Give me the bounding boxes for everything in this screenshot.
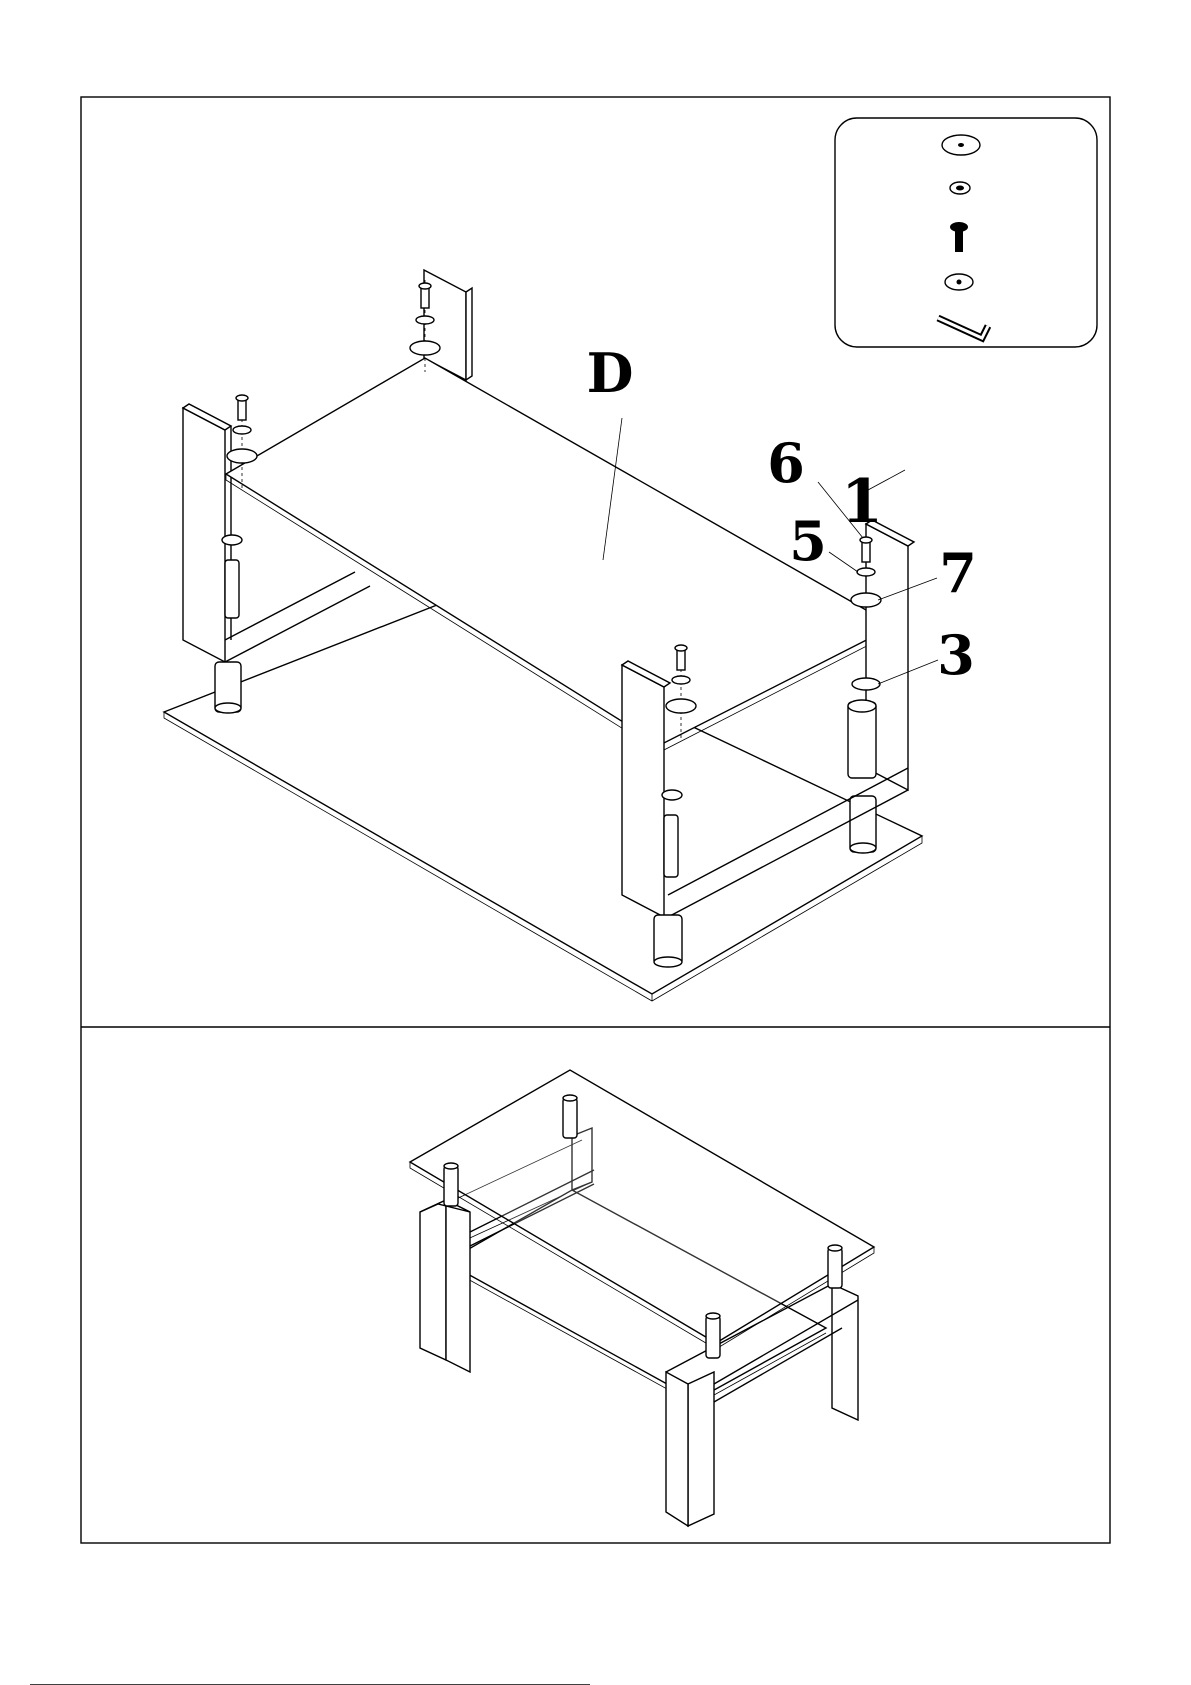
hardware-legend-box xyxy=(835,118,1097,347)
label-part-1: 1 xyxy=(841,467,883,537)
label-part-5: 5 xyxy=(789,509,827,573)
allen-key-icon xyxy=(938,318,988,338)
label-part-6: 6 xyxy=(767,431,805,495)
small-washer-icon xyxy=(950,182,970,194)
label-part-3: 3 xyxy=(937,623,975,687)
large-washer-icon xyxy=(942,135,980,155)
round-cap-icon xyxy=(945,274,973,290)
label-part-7: 7 xyxy=(939,541,977,605)
step-diagram-assembled xyxy=(410,1070,874,1526)
bolt-icon xyxy=(950,222,968,252)
label-glass-top: D xyxy=(587,341,634,405)
step-diagram-exploded: D 6 1 5 7 3 xyxy=(164,270,977,1001)
